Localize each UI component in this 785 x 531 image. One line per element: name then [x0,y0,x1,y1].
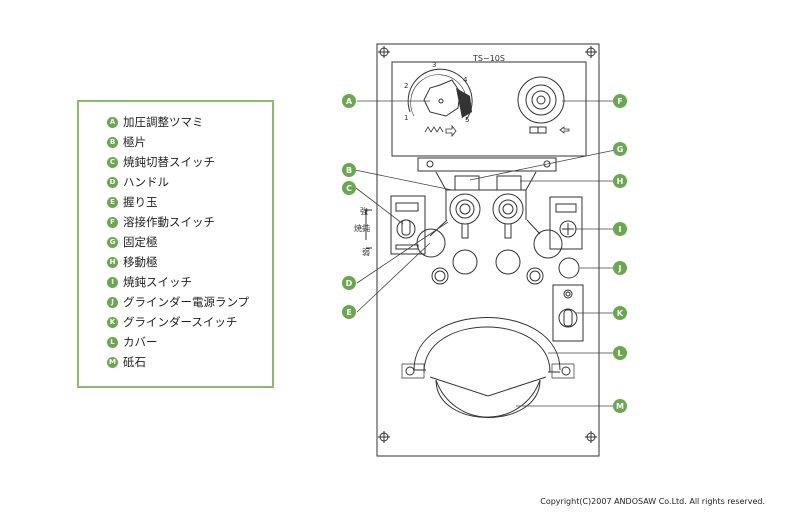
legend-item: M 砥石 [107,352,272,372]
legend-label: ハンドル [123,175,169,189]
mount-holes [378,46,597,443]
callout-a: A [342,94,356,108]
legend-label: グラインダースイッチ [123,315,238,329]
dial-num-1: 1 [404,114,408,122]
legend-item: K グラインダースイッチ [107,312,272,332]
legend-label: 砥石 [123,355,146,369]
model-label: TS−10S [472,54,505,63]
callout-g: G [613,142,627,156]
callout-b: B [342,163,356,177]
callout-e: E [342,305,356,319]
legend-item: D ハンドル [107,172,272,192]
legend-item: I 焼鈍スイッチ [107,272,272,292]
callout-k: K [613,306,627,320]
legend-badge: F [107,216,118,228]
electrode-assembly [416,157,563,285]
grinder-lamp [558,257,580,279]
legend-item: B 極片 [107,132,272,152]
legend-badge: G [107,236,118,248]
legend-badge: H [107,256,118,268]
callout-f: F [613,94,627,108]
label-strong: 強 [360,206,368,216]
callout-d: D [342,276,356,290]
legend-label: カバー [123,335,158,349]
dial-num-2: 2 [404,82,408,90]
legend-label: 焼鈍切替スイッチ [123,155,215,169]
callout-i: I [613,222,627,236]
legend-item: F 溶接作動スイッチ [107,212,272,232]
callout-l: L [613,346,627,360]
legend-label: 握り玉 [123,195,158,209]
anneal-switch [549,196,583,250]
legend-item: G 固定極 [107,232,272,252]
legend-badge: M [107,356,118,368]
legend-label: グラインダー電源ランプ [123,295,250,309]
legend-label: 極片 [123,135,146,149]
callout-lines [354,100,621,407]
legend-label: 移動極 [123,255,158,269]
callout-j: J [613,261,627,275]
machine-panel [376,43,600,457]
legend-badge: L [107,336,118,348]
legend-badge: K [107,316,118,328]
legend-badge: A [107,116,118,128]
legend-badge: E [107,196,118,208]
legend-badge: J [107,296,118,308]
grinding-wheel [429,376,547,418]
legend-badge: B [107,136,118,148]
legend-label: 加圧調整ツマミ [123,115,204,129]
legend-badge: C [107,156,118,168]
legend-label: 溶接作動スイッチ [123,215,215,229]
legend-item: L カバー [107,332,272,352]
control-panel [391,61,587,157]
weld-switch [517,76,570,134]
grinder-cover [401,317,575,379]
callout-m: M [613,399,627,413]
anneal-change-switch: 強 弱 焼鈍 [354,195,426,257]
legend-item: C 焼鈍切替スイッチ [107,152,272,172]
legend-badge: D [107,176,118,188]
callout-h: H [613,174,627,188]
pressure-dial: 1 2 3 4 5 [404,61,473,138]
callout-c: C [342,181,356,195]
label-anneal: 焼鈍 [354,223,370,233]
dial-num-5: 5 [465,116,469,124]
legend-label: 焼鈍スイッチ [123,275,192,289]
label-weak: 弱 [362,248,370,257]
legend-item: A 加圧調整ツマミ [107,112,272,132]
legend-badge: I [107,276,118,288]
legend-item: E 握り玉 [107,192,272,212]
dial-num-4: 4 [463,76,468,84]
legend-item: J グラインダー電源ランプ [107,292,272,312]
legend-label: 固定極 [123,235,158,249]
copyright: Copyright(C)2007 ANDOSAW Co.Ltd. All rig… [540,497,765,506]
legend-item: H 移動極 [107,252,272,272]
dial-num-3: 3 [432,61,436,69]
